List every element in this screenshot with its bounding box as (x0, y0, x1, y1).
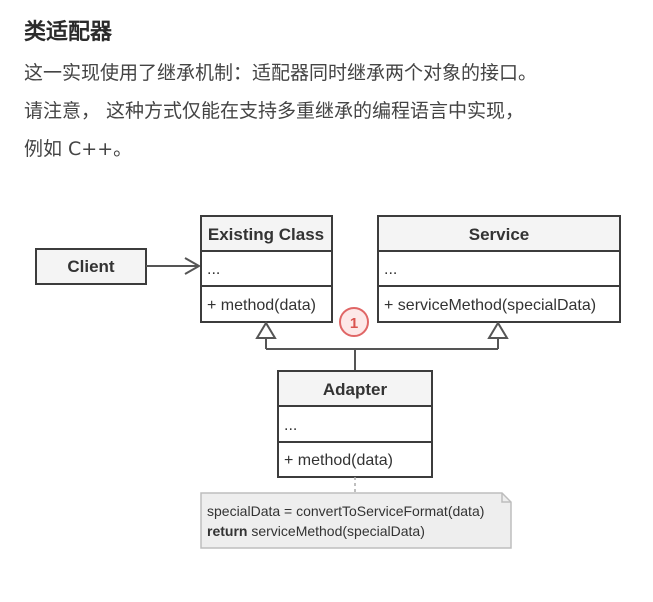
client-title: Client (67, 257, 115, 276)
client-class: Client (35, 248, 147, 285)
client-box (35, 248, 147, 285)
inheritance-arrowhead-service (487, 321, 509, 339)
adapter-header (277, 370, 433, 407)
adapter-title: Adapter (323, 380, 388, 399)
existing-class-method-text: + method(data) (207, 297, 316, 314)
inheritance-arrows (255, 321, 509, 371)
step-badge-number: 1 (350, 315, 358, 332)
service-title: Service (469, 225, 530, 244)
adapter-fields-text: ... (284, 417, 297, 434)
code-note: specialData = convertToServiceFormat(dat… (200, 492, 512, 549)
client-association-arrow (146, 257, 202, 275)
page-title: 类适配器 (24, 20, 113, 45)
description-paragraph: 这一实现使用了继承机制：适配器同时继承两个对象的接口。 请注意， 这种方式仅能在… (24, 54, 642, 168)
service-fields-text: ... (384, 261, 397, 278)
paragraph-line-2: 请注意， 这种方式仅能在支持多重继承的编程语言中实现， (24, 100, 525, 122)
note-line-2: return serviceMethod(specialData) (207, 523, 425, 539)
existing-class-fields (200, 250, 333, 287)
existing-class-title: Existing Class (208, 225, 324, 244)
paragraph-line-1: 这一实现使用了继承机制：适配器同时继承两个对象的接口。 (24, 62, 538, 84)
service-method-text: + serviceMethod(specialData) (384, 297, 596, 314)
service-methods (377, 285, 621, 323)
service-fields (377, 250, 621, 287)
note-return-keyword: return (207, 523, 247, 539)
adapter-class: Adapter ... + method(data) (277, 370, 433, 478)
existing-class: Existing Class ... + method(data) (200, 215, 333, 323)
note-return-call: serviceMethod(specialData) (247, 523, 424, 539)
note-line-1: specialData = convertToServiceFormat(dat… (207, 503, 484, 519)
paragraph-line-3: 例如 C++。 (24, 138, 133, 160)
adapter-method-text: + method(data) (284, 452, 393, 469)
adapter-fields (277, 405, 433, 443)
service-class: Service ... + serviceMethod(specialData) (377, 215, 621, 323)
existing-class-fields-text: ... (207, 261, 220, 278)
note-box (200, 492, 512, 549)
adapter-methods (277, 441, 433, 478)
step-badge: 1 (339, 307, 369, 337)
inheritance-arrowhead-existing (255, 321, 277, 339)
